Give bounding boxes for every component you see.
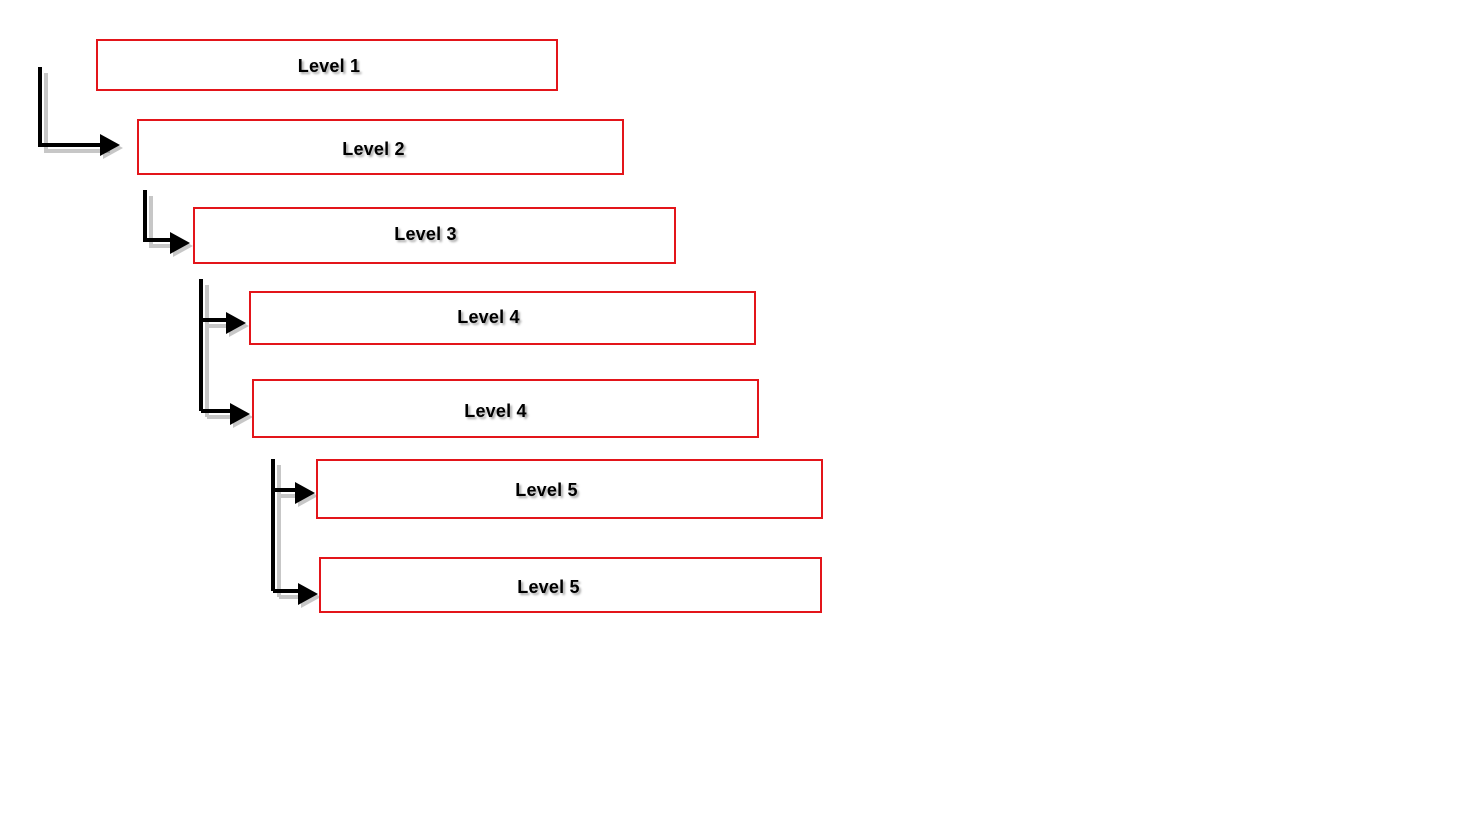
level-2-label: Level 2: [342, 138, 405, 159]
level-4-box-first: Level 4: [249, 291, 756, 345]
level-2-box: Level 2: [137, 119, 624, 175]
level-5-label-second: Level 5: [517, 576, 580, 597]
level-4-label-first: Level 4: [457, 306, 520, 327]
level-4-label-second: Level 4: [464, 401, 527, 421]
level-1-label: Level 1: [297, 55, 361, 76]
arrow-head-icon: [295, 482, 315, 504]
level-4-box-second: Level 4: [252, 379, 759, 438]
connector-level-4-to-level-5: [271, 459, 321, 608]
arrow-head-icon: [230, 403, 250, 425]
level-5-box-second: Level 5: [319, 557, 822, 613]
level-1-box: Level 1: [96, 39, 558, 91]
level-5-box-first: Level 5: [316, 459, 823, 519]
arrow-head-icon: [298, 583, 318, 605]
arrow-head-icon: [226, 312, 246, 334]
level-3-box: Level 3: [193, 207, 676, 264]
arrow-head-icon: [170, 232, 190, 254]
arrow-head-icon: [100, 134, 120, 156]
connector-level-1-to-level-2: [38, 67, 123, 159]
connector-level-3-to-level-4: [199, 279, 253, 428]
connector-level-2-to-level-3: [143, 190, 193, 257]
level-5-label-first: Level 5: [515, 479, 578, 500]
level-3-label: Level 3: [394, 224, 457, 244]
